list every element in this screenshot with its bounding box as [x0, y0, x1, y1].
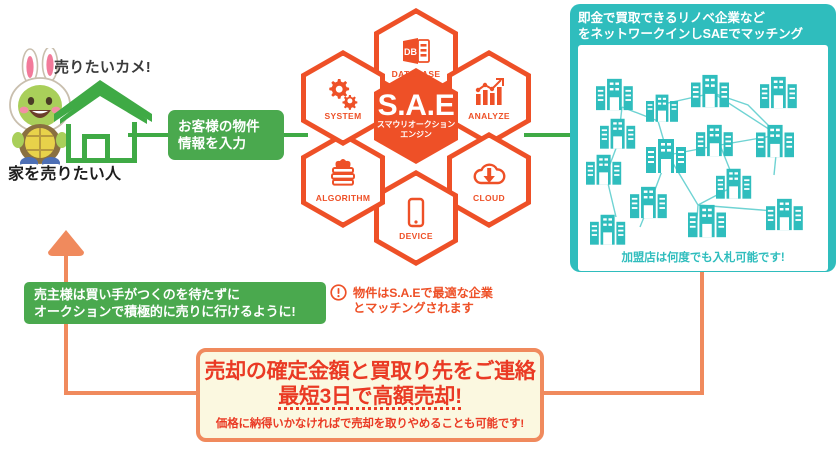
sae-engine-core[interactable]: S.A.E スマウリオークション エンジン — [374, 68, 458, 164]
callout-line1: 売却の確定金額と買取り先をご連絡 — [204, 360, 536, 383]
gears-icon — [326, 76, 360, 110]
matching-note-line2: とマッチングされます — [353, 301, 474, 315]
network-graph-svg — [586, 74, 803, 245]
network-panel-heading: 即金で買取できるリノベ企業など をネットワークインしSAEでマッチング — [578, 10, 828, 42]
connector-callout-to-left — [64, 391, 200, 395]
hex-analyze[interactable]: ANALYZE — [447, 50, 531, 146]
hex-label-database: DATABASE — [391, 68, 441, 79]
hex-label-cloud: CLOUD — [473, 192, 505, 203]
arrow-up-head — [48, 230, 84, 256]
input-step-line2: 情報を入力 — [178, 136, 247, 151]
svg-text:DB: DB — [404, 47, 417, 57]
input-property-info-box[interactable]: お客様の物件 情報を入力 — [168, 110, 284, 160]
network-panel-footer: 加盟店は何度でも入札可能です! — [621, 252, 785, 264]
book-stack-icon — [326, 158, 360, 192]
hex-core-fill — [374, 68, 458, 164]
cloud-download-icon — [472, 158, 506, 192]
hex-fill — [306, 55, 380, 141]
seller-benefit-line2: オークションで積極的に売りに行けるように! — [34, 304, 296, 319]
connector-engine-to-network — [524, 133, 576, 137]
connector-input-to-engine — [280, 133, 308, 137]
network-heading-line2: をネットワークインしSAEでマッチング — [578, 27, 804, 41]
matching-note-line1: 物件はS.A.Eで最適な企業 — [353, 286, 493, 300]
mascot-caption: 売りたいカメ! — [54, 59, 152, 76]
callout-line2: 最短3日で高額売却! — [278, 385, 462, 408]
smartphone-icon — [399, 196, 433, 230]
hex-cloud[interactable]: CLOUD — [447, 132, 531, 228]
input-step-line1: お客様の物件 — [178, 119, 260, 134]
result-callout-box: 売却の確定金額と買取り先をご連絡 最短3日で高額売却! 価格に納得いかなければで… — [196, 348, 544, 442]
seller-benefit-box: 売主様は買い手がつくのを待たずに オークションで積極的に売りに行けるように! — [24, 282, 326, 324]
sae-subtitle-line1: スマウリオークション — [376, 120, 456, 129]
exclamation-circle-icon — [330, 284, 347, 306]
connector-network-to-callout — [540, 391, 704, 395]
matching-note: 物件はS.A.Eで最適な企業 とマッチングされます — [330, 284, 545, 328]
callout-line3: 価格に納得いかなければで売却を取りやめることも可能です! — [215, 418, 525, 430]
hex-system[interactable]: SYSTEM — [301, 50, 385, 146]
connector-network-down — [700, 272, 704, 395]
bar-chart-icon — [472, 76, 506, 110]
hex-device[interactable]: DEVICE — [374, 170, 458, 266]
seller-benefit-line1: 売主様は買い手がつくのを待たずに — [34, 287, 240, 302]
network-panel: 即金で買取できるリノベ企業など をネットワークインしSAEでマッチング — [570, 4, 836, 272]
seller-person-label: 家を売りたい人 — [8, 166, 122, 183]
network-diagram: 加盟店は何度でも入札可能です! — [578, 45, 828, 271]
sae-engine-hex-cluster: DB DATABASE — [290, 2, 542, 270]
callout-dotted-underline — [278, 407, 462, 410]
hex-label-device: DEVICE — [399, 230, 433, 241]
hex-label-algorithm: ALGORITHM — [315, 192, 371, 203]
hex-fill — [379, 175, 453, 261]
hex-algorithm[interactable]: ALGORITHM — [301, 132, 385, 228]
connector-house-to-input — [128, 133, 172, 137]
green-house-illustration — [48, 78, 158, 166]
matching-note-text: 物件はS.A.Eで最適な企業 とマッチングされます — [353, 284, 493, 316]
hex-label-system: SYSTEM — [324, 110, 362, 121]
sae-subtitle-line2: エンジン — [400, 130, 432, 139]
callout-line2-wrap: 最短3日で高額売却! — [278, 384, 462, 410]
sae-title: S.A.E — [377, 89, 455, 122]
database-icon: DB — [399, 34, 433, 68]
hex-label-analyze: ANALYZE — [468, 110, 510, 121]
network-heading-line1: 即金で買取できるリノベ企業など — [578, 11, 765, 25]
